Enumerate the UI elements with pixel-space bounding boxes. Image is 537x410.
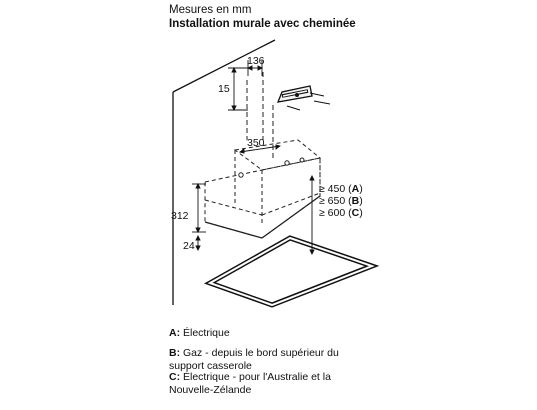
dimension-15 [228,66,248,112]
clearance-dimension [309,174,315,256]
dimension-24 [195,234,201,252]
hood-body [204,139,322,239]
wall-bracket [276,85,331,111]
diagram-title: Installation murale avec cheminée [169,18,356,30]
dimension-312 [192,182,206,234]
legend-a: A: Électrique [169,327,230,339]
clearance-c: ≥ 600 (C) [319,207,363,219]
legend-b: B: Gaz - depuis le bord supérieur du sup… [169,347,339,372]
clearance-a: ≥ 450 (A) [319,183,363,195]
dimension-350-label: 350 [247,137,265,149]
clearance-b: ≥ 650 (B) [319,195,363,207]
units-note: Mesures en mm [169,4,252,16]
dimension-312-label: 312 [171,210,189,222]
legend-c: C: Électrique - pour l'Australie et la N… [169,371,331,396]
diagram-header: Mesures en mm Installation murale avec c… [169,3,356,31]
dimension-350 [238,144,282,154]
dimension-24-label: 24 [183,240,195,252]
cooktop [203,235,380,308]
dimension-136-label: 136 [247,55,265,67]
dimension-15-label: 15 [218,83,230,95]
center-lines [246,72,274,160]
wall-outline [172,39,276,305]
